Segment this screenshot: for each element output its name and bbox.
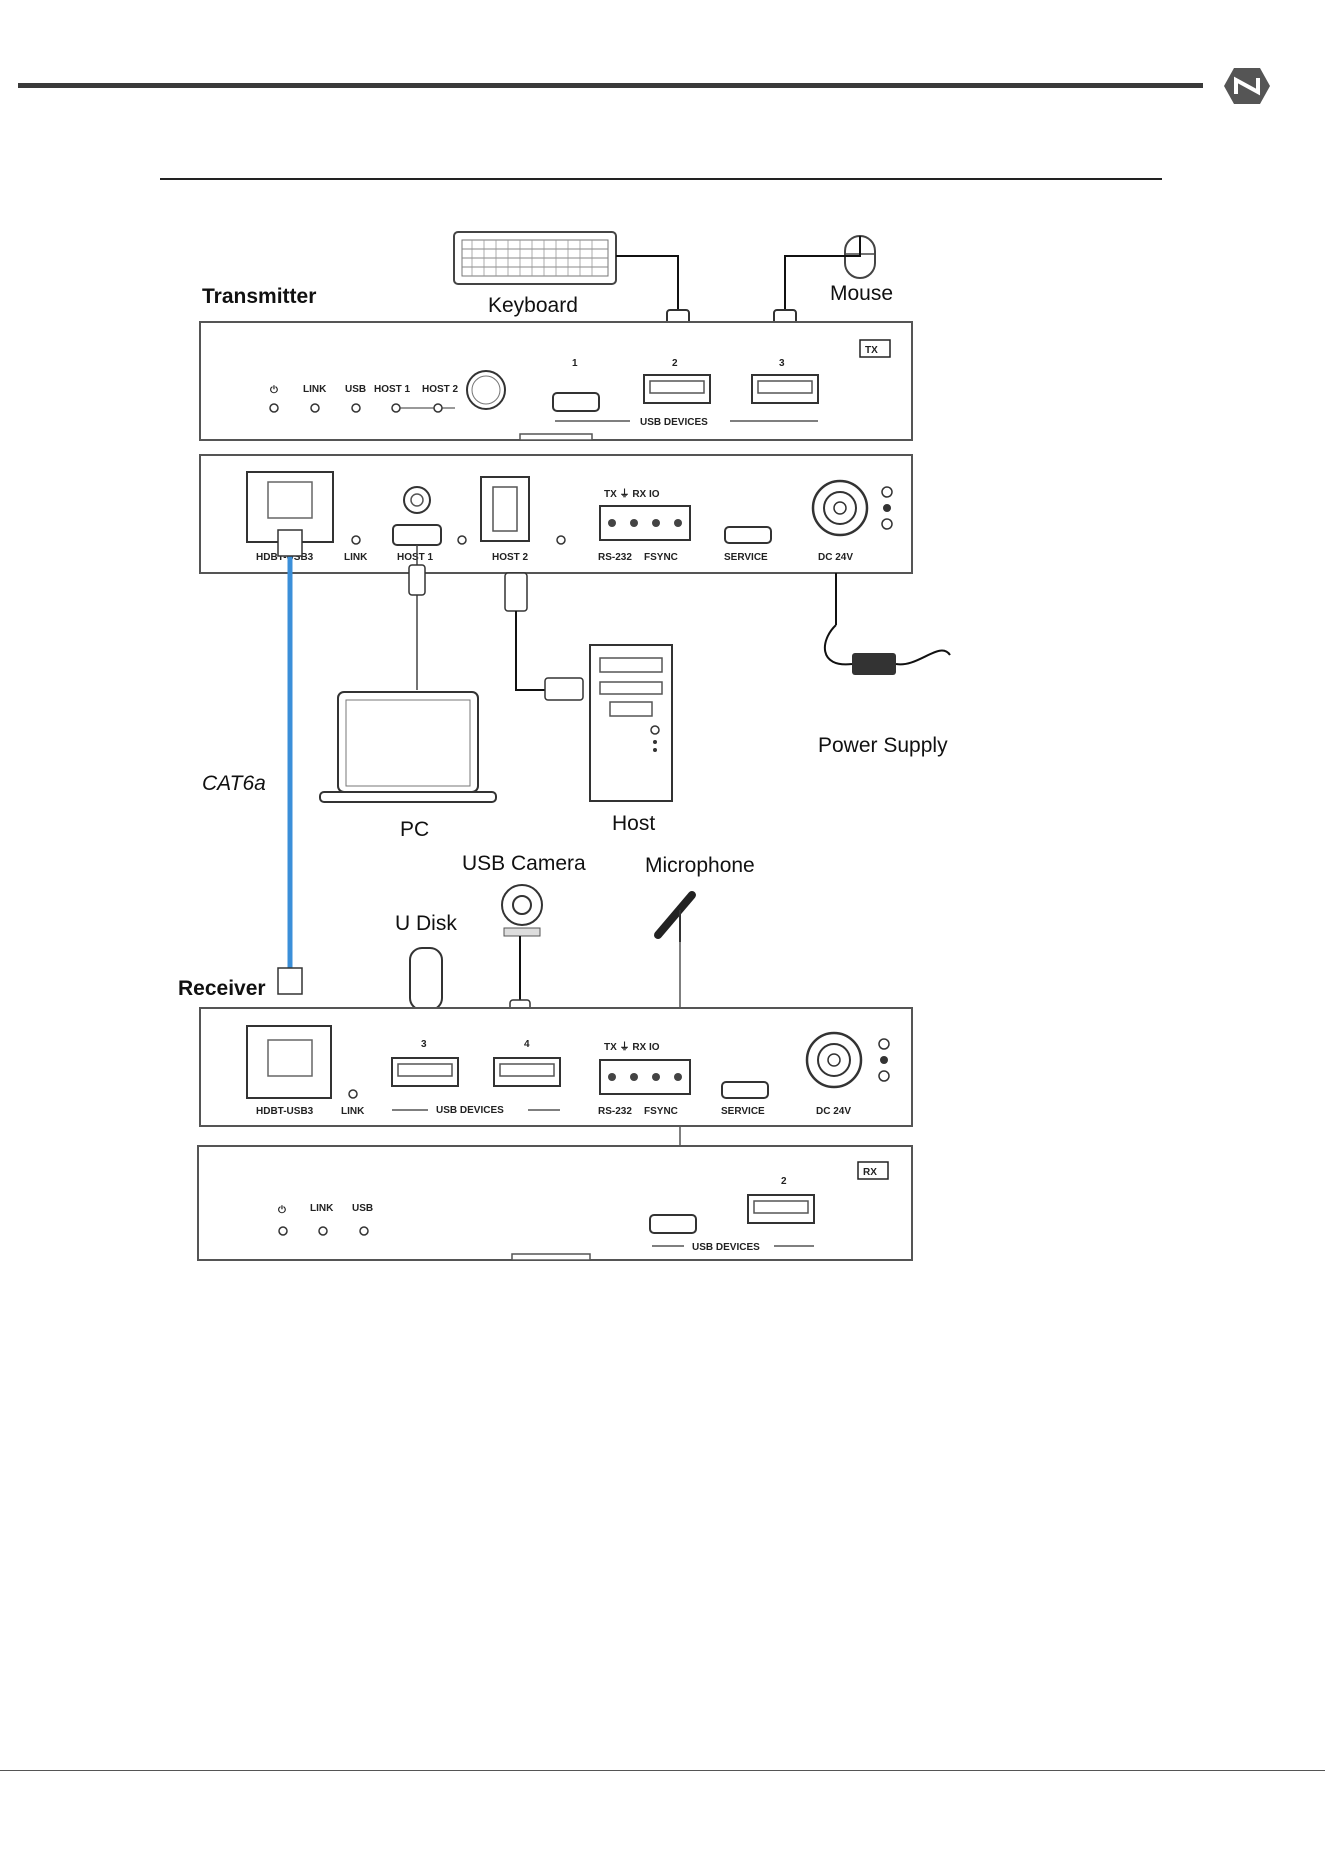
usb-c-port-icon (552, 392, 600, 412)
rx-usb-devices-label: USB DEVICES (436, 1105, 504, 1116)
rx-fsync-label: FSYNC (644, 1106, 678, 1117)
usb-a-port-icon (751, 374, 819, 404)
rj45-plug-icon (277, 529, 303, 557)
power-icon: ⏻ (278, 1204, 286, 1216)
tx-link-label: LINK (344, 552, 368, 563)
tx-port-label-3: 3 (779, 358, 785, 369)
keyboard-icon (453, 231, 617, 285)
host-label: Host (612, 812, 655, 835)
tx-led-label-usb: USB (345, 384, 366, 395)
desktop-tower-icon (589, 644, 673, 802)
rx-port-label-3: 3 (421, 1039, 427, 1050)
usb-c-plug-icon (408, 564, 426, 596)
tx-hdbt-label: HDBT-USB3 (256, 552, 314, 563)
select-button-icon (466, 370, 506, 410)
tx-led-label-host1: HOST 1 (374, 384, 411, 395)
power-icon: ⏻ (270, 384, 278, 396)
rx-led (359, 1226, 369, 1236)
rj45-plug-icon (277, 967, 303, 995)
rj45-port-icon (246, 1025, 332, 1099)
keyboard-label: Keyboard (488, 294, 578, 317)
usb-c-port-icon (721, 1081, 769, 1099)
tx-led (310, 403, 320, 413)
tx-rs232-label: RS-232 (598, 552, 632, 563)
tx-badge: TX (865, 345, 878, 356)
usb-c-port-icon (392, 524, 442, 546)
cat6a-label: CAT6a (202, 772, 266, 795)
tx-led (391, 403, 401, 413)
tx-dc-label: DC 24V (818, 552, 853, 563)
usb-c-port-icon (649, 1214, 697, 1234)
tx-port-label-1: 1 (572, 358, 578, 369)
webcam-icon (501, 884, 543, 937)
rx-led-label-usb: USB (352, 1203, 373, 1214)
tx-led-label-link: LINK (303, 384, 327, 395)
rx-hdbt-label: HDBT-USB3 (256, 1106, 314, 1117)
power-supply-label: Power Supply (818, 734, 948, 757)
power-adapter-icon (823, 624, 951, 675)
section-rule (160, 178, 1162, 180)
mouse-label: Mouse (830, 282, 893, 305)
rx-usb-devices-label: USB DEVICES (692, 1242, 760, 1253)
tx-front-panel: TX ⏻ LINK USB HOST 1 HOST 2 1 2 3 USB DE… (199, 321, 913, 441)
transmitter-label: Transmitter (202, 285, 316, 308)
usb-c-port-icon (724, 526, 772, 544)
rx-port-label-2: 2 (781, 1176, 787, 1187)
rx-dc-label: DC 24V (816, 1106, 851, 1117)
rx-link-label: LINK (341, 1106, 365, 1117)
tx-led (351, 403, 361, 413)
pc-label: PC (400, 818, 429, 841)
rx-serial-pins-label: TX ⏚ RX IO (604, 1041, 660, 1053)
audio-jack-icon (403, 486, 431, 514)
usb-camera-label: USB Camera (462, 852, 586, 875)
usb-a-port-icon (493, 1057, 561, 1087)
usb-a-port-icon (391, 1057, 459, 1087)
rx-led-label-link: LINK (310, 1203, 334, 1214)
rx-led (278, 1226, 288, 1236)
header-rule (18, 83, 1203, 88)
rx-rs232-label: RS-232 (598, 1106, 632, 1117)
tx-serial-pins-label: TX ⏚ RX IO (604, 488, 660, 500)
tx-fsync-label: FSYNC (644, 552, 678, 563)
rx-port-label-4: 4 (524, 1039, 530, 1050)
tx-host1-label: HOST 1 (397, 552, 434, 563)
tx-led (269, 403, 279, 413)
usb-a-port-icon (747, 1194, 815, 1224)
u-disk-label: U Disk (395, 912, 457, 935)
usb-a-port-icon (643, 374, 711, 404)
footer-rule (0, 1770, 1325, 1771)
rx-led (318, 1226, 328, 1236)
rx-badge: RX (863, 1167, 877, 1178)
usb-plug-icon (544, 677, 584, 701)
tx-rear-panel: HDBT-USB3 LINK HOST 1 HOST 2 TX ⏚ RX IO … (199, 454, 913, 574)
tx-usb-devices-label: USB DEVICES (640, 417, 708, 428)
rx-rear-panel: HDBT-USB3 LINK 3 4 USB DEVICES TX ⏚ RX I… (199, 1007, 913, 1127)
brand-logo-icon (1224, 68, 1270, 104)
receiver-label: Receiver (178, 977, 266, 1000)
laptop-icon (319, 691, 497, 803)
tx-service-label: SERVICE (724, 552, 768, 563)
tx-led-label-host2: HOST 2 (422, 384, 459, 395)
tx-host2-label: HOST 2 (492, 552, 529, 563)
tx-port-label-2: 2 (672, 358, 678, 369)
usb-plug-icon (504, 572, 528, 612)
microphone-label: Microphone (645, 854, 755, 877)
rx-front-panel: RX ⏻ LINK USB 2 USB DEVICES (197, 1145, 913, 1261)
tx-led (433, 403, 443, 413)
microphone-icon (654, 891, 696, 942)
rx-service-label: SERVICE (721, 1106, 765, 1117)
